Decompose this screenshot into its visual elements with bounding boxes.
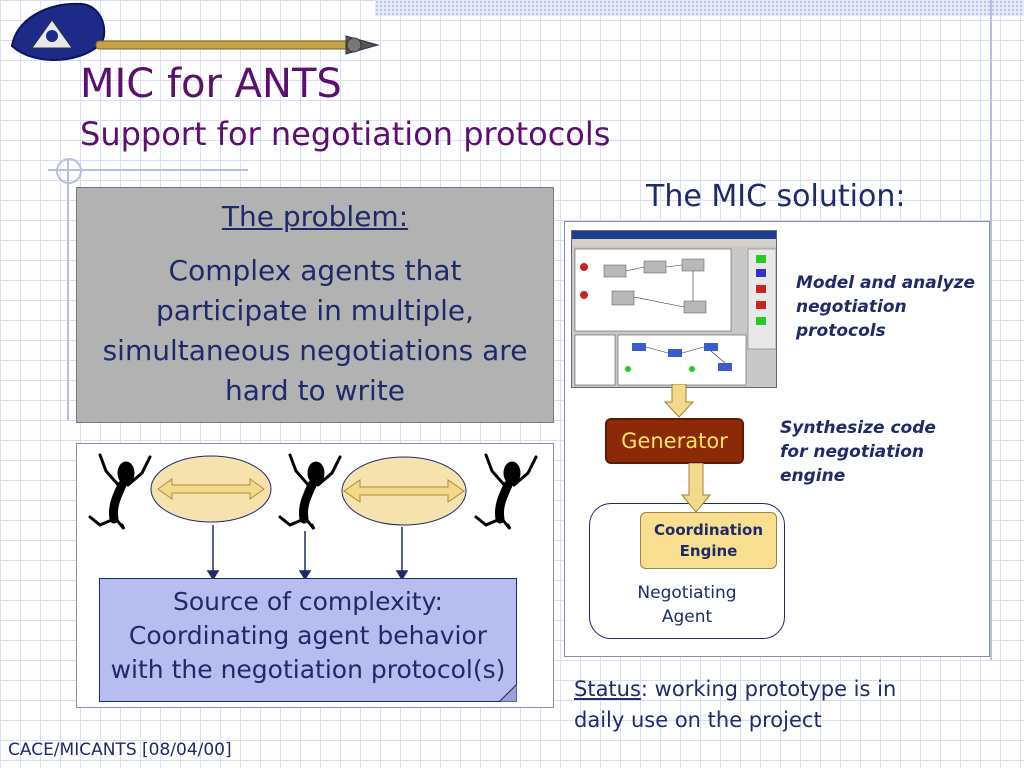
complexity-line-3: with the negotiation protocol(s)	[110, 655, 506, 684]
slide-footer: CACE/MICANTS [08/04/00]	[8, 740, 232, 760]
caption-synth-line-1: Synthesize code	[780, 418, 936, 438]
status-text-line-2: daily use on the project	[574, 708, 822, 732]
negotiating-agent-line-1: Negotiating	[637, 583, 737, 603]
modeling-tool-thumbnail	[572, 231, 776, 386]
solution-title: The MIC solution:	[646, 179, 906, 214]
modeling-tool-screenshot	[571, 230, 777, 388]
complexity-box-fold	[499, 684, 517, 702]
complexity-box: Source of complexity: Coordinating agent…	[99, 578, 517, 702]
logo	[10, 2, 380, 61]
caption-model-line-3: protocols	[796, 321, 886, 341]
complexity-arrows	[206, 525, 409, 581]
negotiation-ellipse-2	[341, 456, 467, 526]
coordination-engine-line-1: Coordination	[654, 521, 763, 539]
status-label: Status	[574, 677, 641, 701]
caption-synth-line-3: engine	[780, 466, 846, 486]
negotiating-agent-label: Negotiating Agent	[618, 581, 756, 629]
complexity-line-1: Source of complexity:	[173, 587, 443, 616]
slide-subtitle: Support for negotiation protocols	[80, 115, 611, 153]
problem-box: The problem: Complex agents that partici…	[76, 187, 554, 423]
ants-logo-icon	[10, 2, 106, 61]
negotiation-ellipse-1	[150, 455, 272, 523]
agents-diagram	[88, 453, 538, 581]
problem-text: Complex agents that participate in multi…	[102, 254, 528, 407]
caption-synthesize: Synthesize code for negotiation engine	[780, 416, 936, 488]
caption-model-line-2: negotiation	[796, 297, 907, 317]
logo-rod	[95, 40, 357, 50]
generator-box: Generator	[605, 418, 744, 464]
flow-arrow-to-generator	[664, 384, 694, 418]
status-text: Status: working prototype is in daily us…	[574, 674, 896, 736]
caption-model-line-1: Model and analyze	[796, 273, 976, 293]
decorative-circle	[56, 158, 82, 184]
slide-title: MIC for ANTS	[80, 61, 342, 107]
decorative-horizontal-line	[48, 169, 248, 171]
complexity-line-2: Coordinating agent behavior	[128, 621, 488, 650]
coordination-engine-box: Coordination Engine	[640, 512, 777, 569]
coordination-engine-line-2: Engine	[679, 542, 738, 560]
negotiating-agent-line-2: Agent	[661, 607, 713, 627]
problem-heading: The problem:	[221, 200, 409, 233]
right-vertical-line	[990, 0, 992, 660]
caption-synth-line-2: for negotiation	[780, 442, 925, 462]
flow-arrow-to-engine	[681, 463, 711, 513]
agent-figure-3	[474, 453, 538, 530]
agent-figure-2	[278, 453, 342, 530]
agent-figure-1	[88, 453, 152, 530]
decorative-vertical-line	[67, 160, 69, 420]
top-dotted-band	[375, 0, 1024, 16]
caption-model: Model and analyze negotiation protocols	[796, 271, 975, 343]
status-text-line-1: : working prototype is in	[640, 677, 897, 701]
